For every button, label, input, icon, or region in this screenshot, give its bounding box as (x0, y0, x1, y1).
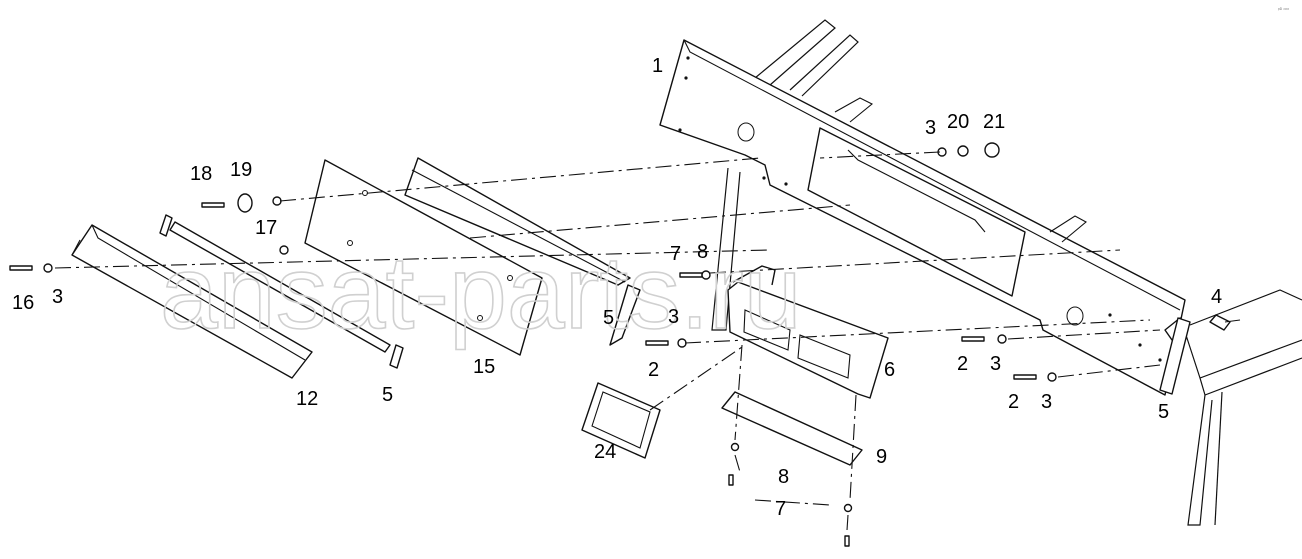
seal-strip (404, 157, 641, 346)
watermark-text: ansat-parts.ru (160, 235, 802, 351)
callout-5b: 5 (603, 307, 614, 329)
cab-frame (711, 19, 1302, 526)
part-5-strip-left (159, 214, 404, 369)
callout-5c: 5 (1158, 401, 1169, 423)
callout-6: 6 (884, 359, 895, 381)
callout-18: 18 (190, 163, 212, 185)
callout-5a: 5 (382, 384, 393, 406)
part-15-plate (304, 159, 543, 356)
callout-8b: 8 (778, 466, 789, 488)
callout-12: 12 (296, 388, 318, 410)
callout-3e: 3 (1041, 391, 1052, 413)
part-24-frame (581, 382, 661, 459)
part-6-box (727, 265, 889, 399)
callout-9: 9 (876, 446, 887, 468)
corner-mark: ᵖᴰ ᵒᵒᵒ (1278, 7, 1289, 13)
part-12-channel (71, 224, 313, 379)
callout-21: 21 (983, 111, 1005, 133)
part-5-strip-right (1159, 317, 1191, 395)
callout-3d: 3 (990, 353, 1001, 375)
callout-24: 24 (594, 441, 616, 463)
callout-15: 15 (473, 356, 495, 378)
callout-3b: 3 (52, 286, 63, 308)
callout-8a: 8 (697, 241, 708, 263)
callout-1: 1 (652, 55, 663, 77)
callout-16: 16 (12, 292, 34, 314)
callout-2b: 2 (957, 353, 968, 375)
assembly-centerlines (54, 151, 1241, 531)
part-9-plate (721, 391, 863, 466)
callout-2c: 2 (1008, 391, 1019, 413)
callout-3c: 3 (668, 306, 679, 328)
fasteners (9, 142, 1057, 547)
callout-20: 20 (947, 111, 969, 133)
callout-7b: 7 (775, 498, 786, 520)
part-1-main-panel (659, 39, 1189, 396)
callout-3a: 3 (925, 117, 936, 139)
callout-19: 19 (230, 159, 252, 181)
part-4-nut (1209, 314, 1231, 331)
callout-4: 4 (1211, 286, 1222, 308)
callout-17: 17 (255, 217, 277, 239)
callout-7a: 7 (670, 243, 681, 265)
callout-2a: 2 (648, 359, 659, 381)
